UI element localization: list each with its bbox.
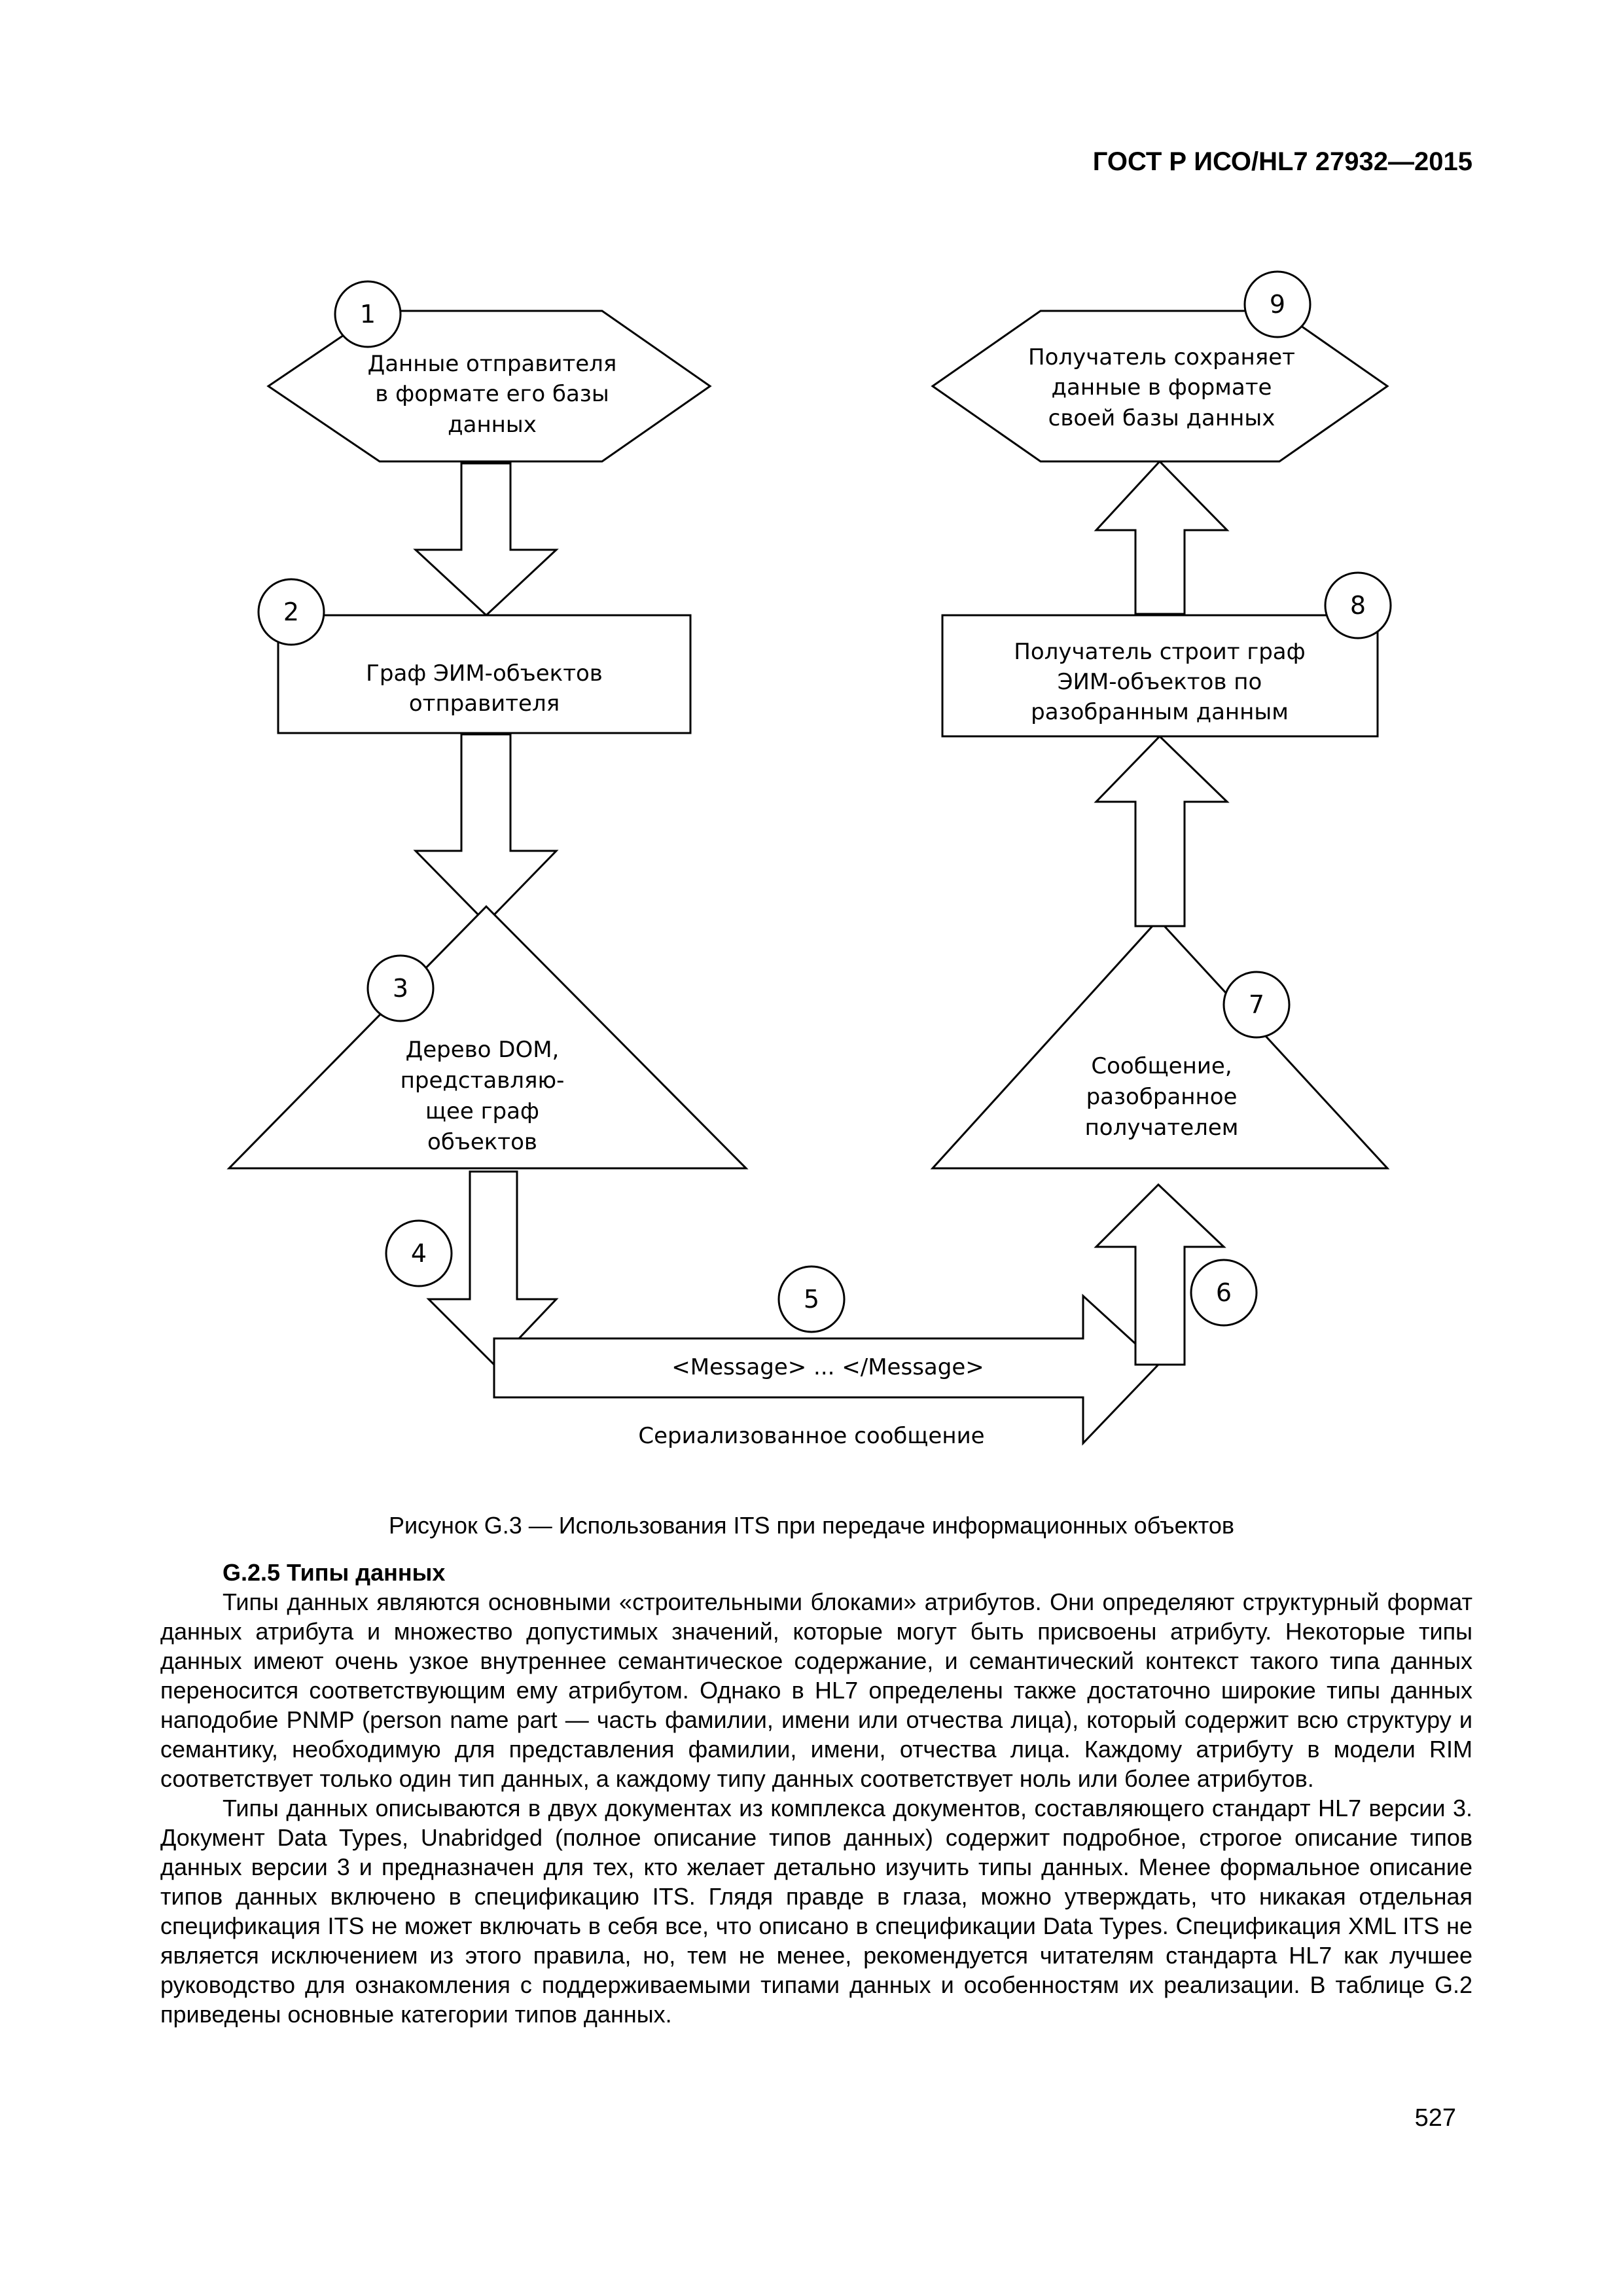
node-8-line-3: разобранным данным	[1031, 699, 1289, 725]
node-7-line-3: получателем	[1085, 1115, 1239, 1141]
receiver-object-graph-box	[941, 614, 1379, 738]
serialized-message-label: Сериализованное сообщение	[638, 1423, 984, 1449]
step-circle-5	[777, 1265, 846, 1333]
node-9-line-3: своей базы данных	[1048, 405, 1275, 431]
step-number-4: 4	[411, 1239, 427, 1268]
node-7-line-1: Сообщение,	[1091, 1053, 1232, 1079]
dom-tree-triangle	[226, 905, 749, 1170]
step-circle-6	[1190, 1259, 1258, 1327]
step-number-7: 7	[1249, 990, 1264, 1019]
step-number-5: 5	[804, 1285, 819, 1314]
step-circle-7	[1222, 971, 1291, 1039]
node-7-line-2: разобранное	[1086, 1084, 1238, 1110]
node-9-line-2: данные в формате	[1052, 374, 1272, 401]
step-number-9: 9	[1270, 290, 1285, 319]
step-circle-3	[366, 954, 435, 1022]
section-g25: G.2.5 Типы данных Типы данных являются о…	[160, 1558, 1472, 2029]
step-number-6: 6	[1216, 1278, 1232, 1307]
figure-caption: Рисунок G.3 — Использования ITS при пере…	[388, 1512, 1235, 1539]
node-2-line-1: Граф ЭИМ-объектов	[366, 660, 603, 687]
node-3-line-2: представляю-	[401, 1067, 565, 1094]
serialized-message-arrow	[493, 1293, 1160, 1446]
step-number-8: 8	[1350, 591, 1366, 620]
its-flow-diagram: 1 2 3 4 5 6 7 8 9 Данные отправителя в ф…	[226, 270, 1392, 1449]
step-circle-9	[1243, 270, 1311, 338]
section-paragraph-1: Типы данных являются основными «строител…	[160, 1588, 1472, 1792]
node-8-line-1: Получатель строит граф	[1014, 639, 1305, 665]
node-3-line-4: объектов	[427, 1129, 537, 1155]
node-3-line-1: Дерево DOM,	[406, 1037, 560, 1063]
section-heading: G.2.5 Типы данных	[223, 1559, 446, 1586]
arrow-7-to-8	[1094, 734, 1230, 927]
receiver-database-hexagon	[931, 310, 1389, 463]
node-3-line-3: щее граф	[425, 1098, 539, 1124]
arrow-4-down	[426, 1170, 559, 1367]
parsed-message-triangle	[930, 918, 1390, 1170]
document-header: ГОСТ Р ИСО/HL7 27932—2015	[1092, 147, 1472, 176]
arrow-2-to-3	[413, 733, 559, 925]
node-8-line-2: ЭИМ-объектов по	[1058, 669, 1262, 695]
step-circle-2	[257, 578, 325, 646]
step-number-1: 1	[360, 300, 376, 329]
section-paragraph-2: Типы данных описываются в двух документа…	[160, 1795, 1472, 2028]
node-1-line-3: данных	[448, 412, 537, 438]
node-2-line-2: отправителя	[409, 691, 560, 717]
node-1-line-2: в формате его базы	[375, 381, 609, 407]
arrow-6-up	[1094, 1183, 1226, 1366]
step-circle-1	[334, 280, 402, 348]
arrow-1-to-2	[413, 462, 559, 617]
node-1-line-1: Данные отправителя	[368, 351, 617, 377]
node-9-line-1: Получатель сохраняет	[1028, 344, 1295, 370]
sender-object-graph-box	[277, 614, 692, 734]
message-tag-label: <Message> ... </Message>	[671, 1354, 984, 1380]
page-number: 527	[1414, 2104, 1456, 2132]
step-circle-4	[385, 1219, 453, 1287]
step-number-3: 3	[393, 974, 408, 1003]
step-number-2: 2	[283, 598, 299, 626]
arrow-8-to-9	[1094, 459, 1230, 615]
step-circle-8	[1324, 571, 1392, 639]
